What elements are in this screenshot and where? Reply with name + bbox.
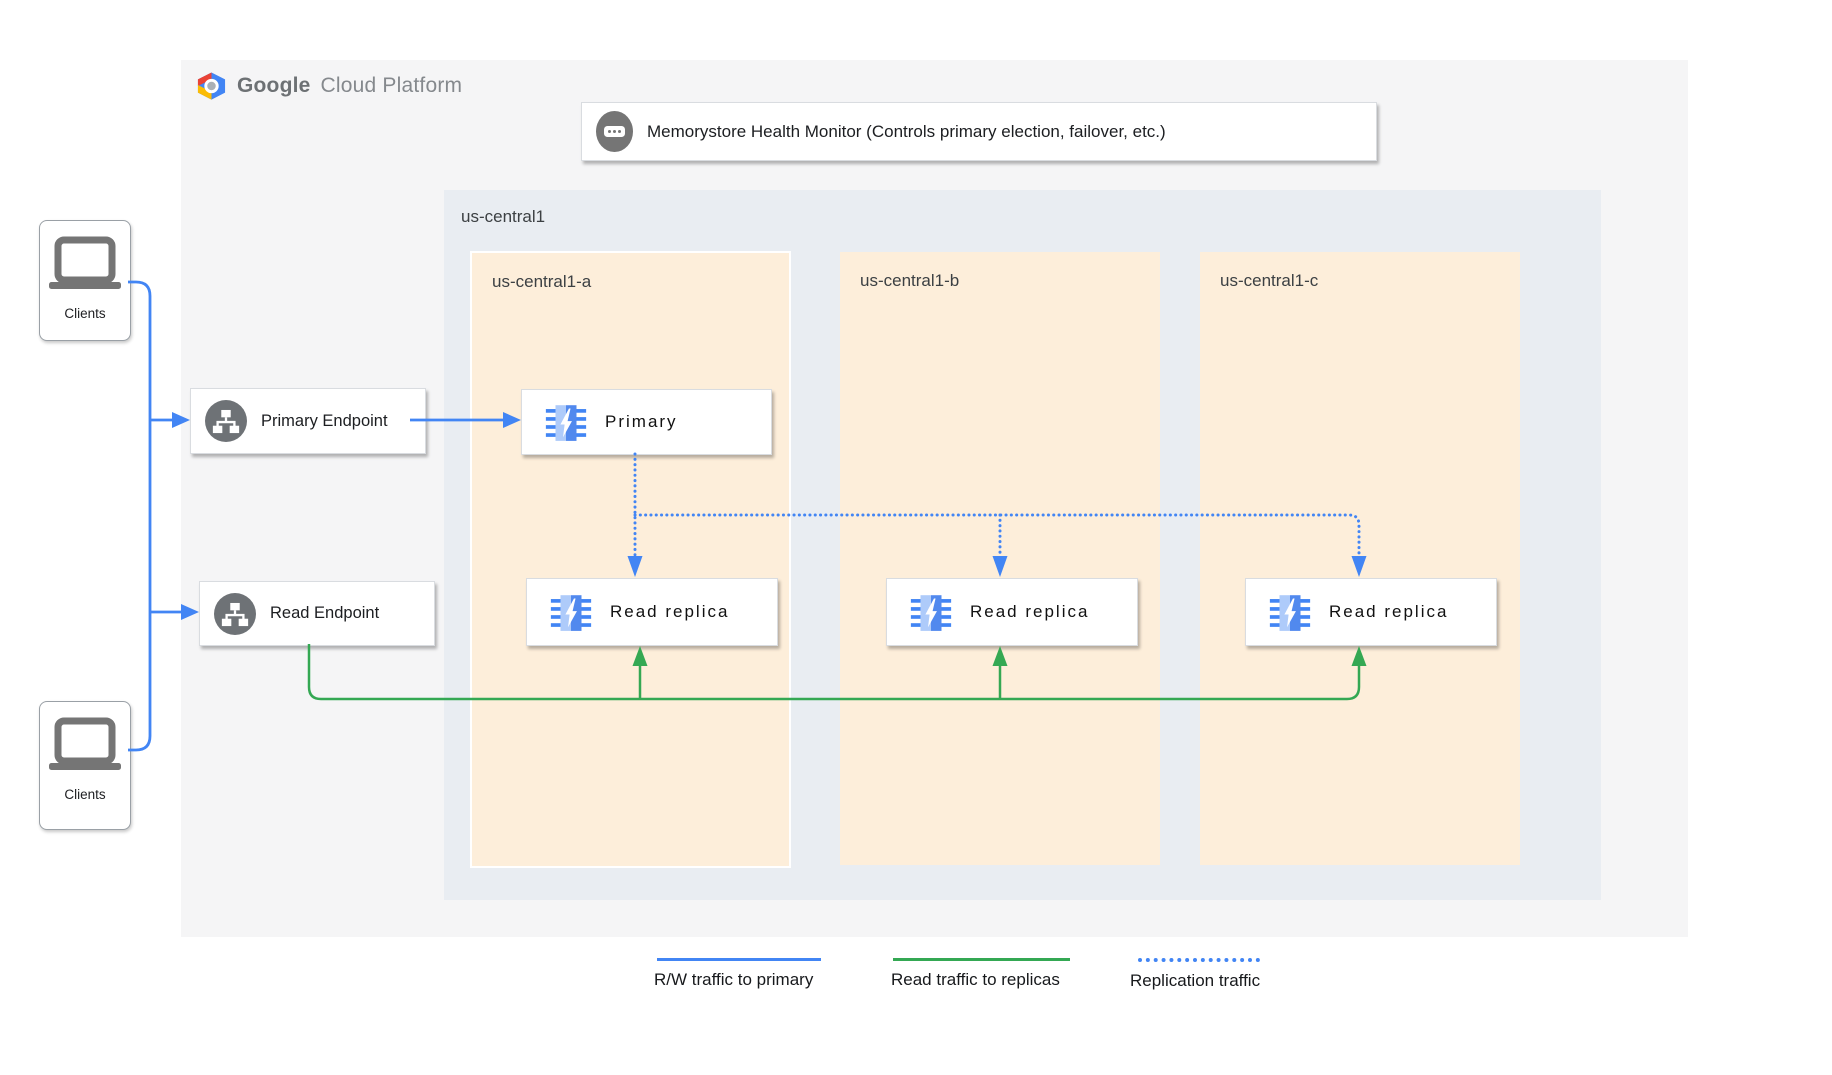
read-replica-c-label: Read replica [1329, 602, 1449, 621]
primary-endpoint-label: Primary Endpoint [261, 411, 388, 430]
read-endpoint-box: Read Endpoint [199, 581, 435, 646]
read-replica-a-label: Read replica [610, 602, 730, 621]
legend-blue-dotted-line [1138, 958, 1260, 962]
zone-c-label: us-central1-c [1220, 271, 1319, 290]
memorystore-icon [545, 405, 587, 441]
primary-node-label: Primary [605, 412, 678, 431]
brand-cloud-platform: Cloud Platform [320, 74, 463, 97]
zone-a-label: us-central1-a [492, 272, 592, 291]
memorystore-health-monitor: Memorystore Health Monitor (Controls pri… [581, 102, 1377, 161]
gcp-hexagon-logo-icon [197, 72, 226, 100]
clients-top-label: Clients [64, 306, 106, 321]
primary-node-box: Primary [521, 389, 772, 455]
memorystore-icon [550, 595, 592, 631]
read-replica-a-box: Read replica [526, 578, 778, 646]
legend-rw-label: R/W traffic to primary [654, 970, 814, 989]
gcp-brand: Google Cloud Platform [196, 72, 462, 100]
rw-clients-trunk-line [128, 280, 152, 752]
laptop-icon [49, 717, 121, 770]
read-replica-b-box: Read replica [886, 578, 1138, 646]
clients-box-bottom: Clients [39, 701, 131, 830]
network-endpoint-icon [214, 592, 256, 635]
memorystore-icon [1269, 595, 1311, 631]
zone-b-label: us-central1-b [860, 271, 960, 290]
memorystore-monitor-icon [596, 111, 633, 152]
laptop-icon [49, 236, 121, 289]
zone-us-central1-c: us-central1-c [1200, 252, 1520, 865]
brand-google: Google [237, 74, 311, 97]
zone-us-central1-a: us-central1-a [470, 251, 791, 868]
memorystore-icon [910, 595, 952, 631]
read-replica-c-box: Read replica [1245, 578, 1497, 646]
legend-read-label: Read traffic to replicas [891, 970, 1060, 989]
primary-endpoint-box: Primary Endpoint [190, 388, 426, 454]
legend-rw-traffic: R/W traffic to primary [654, 958, 821, 990]
clients-box-top: Clients [39, 220, 131, 341]
zone-us-central1-b: us-central1-b [840, 252, 1160, 865]
legend-green-solid-line [893, 958, 1070, 961]
legend-blue-solid-line [657, 958, 821, 961]
read-endpoint-label: Read Endpoint [270, 604, 380, 622]
legend-replication-label: Replication traffic [1130, 971, 1261, 990]
region-label: us-central1 [461, 207, 546, 226]
legend-read-traffic: Read traffic to replicas [891, 958, 1070, 990]
clients-bottom-label: Clients [64, 787, 106, 802]
legend-replication-traffic: Replication traffic [1130, 958, 1260, 991]
network-endpoint-icon [205, 400, 247, 442]
monitor-label: Memorystore Health Monitor (Controls pri… [647, 121, 1166, 141]
read-replica-b-label: Read replica [970, 602, 1090, 621]
